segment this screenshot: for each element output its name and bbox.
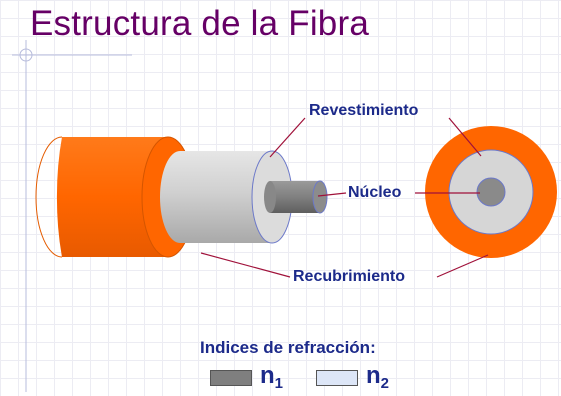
page-title: Estructura de la Fibra: [30, 4, 369, 43]
fiber-cross-section: [425, 126, 557, 258]
leader-lines: [200, 117, 489, 278]
label-nucleo: Núcleo: [348, 184, 402, 201]
legend-n2: n2: [366, 362, 390, 392]
swatch-n1: [210, 370, 252, 386]
core-end-face: [312, 180, 328, 214]
core-disc: [476, 177, 506, 207]
label-recubrimiento: Recubrimiento: [293, 268, 406, 285]
jacket-cylinder: [56, 137, 174, 257]
core-cylinder: [270, 181, 327, 213]
swatch-n2: [316, 370, 358, 386]
legend-heading: Indices de refracción:: [200, 338, 376, 357]
legend-n1: n1: [260, 362, 284, 392]
fiber-side-view: [35, 136, 328, 258]
label-revestimiento: Revestimiento: [309, 102, 419, 119]
